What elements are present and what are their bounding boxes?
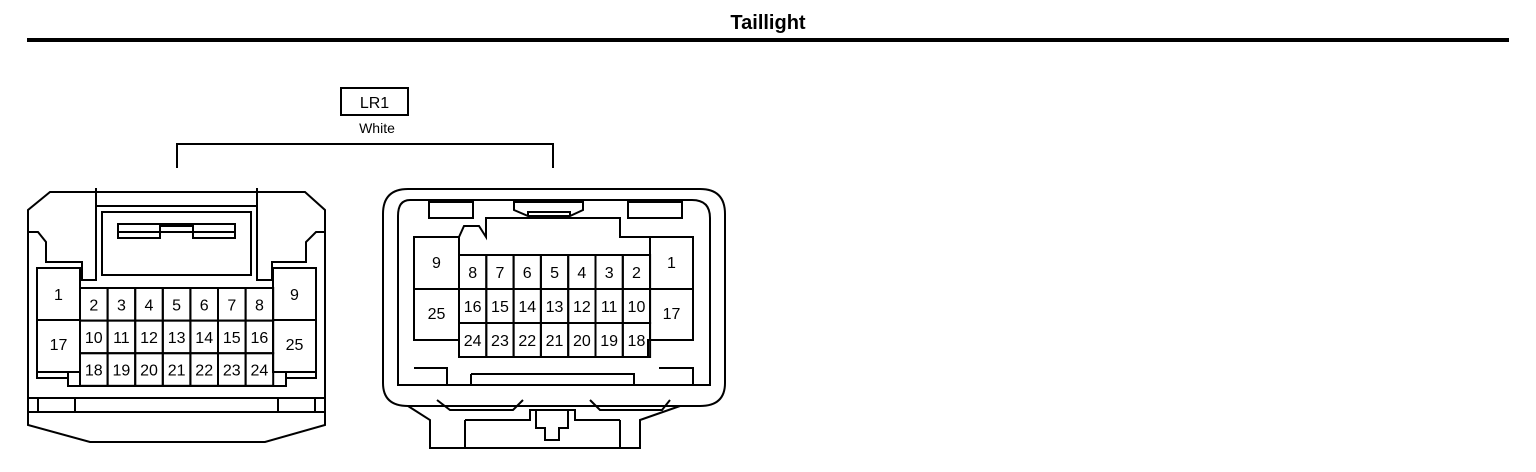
left-pin-13: 13 [168, 330, 186, 347]
right-pin-13: 13 [546, 299, 564, 316]
right-pin-7: 7 [495, 265, 504, 282]
connector-color: White [359, 120, 395, 136]
left-pin-7: 7 [227, 297, 236, 314]
right-cavity [621, 322, 652, 358]
left-pin-3: 3 [117, 297, 126, 314]
left-housing [27, 191, 326, 443]
left-pin-12: 12 [140, 330, 158, 347]
left-housing-inner [28, 188, 325, 281]
left-pin-24: 24 [251, 363, 269, 380]
right-outer-labels: 9 25 1 17 [428, 255, 681, 323]
left-cavity [244, 352, 275, 387]
left-pin-9: 9 [290, 287, 299, 304]
right-pin-8: 8 [468, 265, 477, 282]
right-pin-14: 14 [518, 299, 536, 316]
right-pin-17: 17 [663, 306, 681, 323]
right-housing-inner [397, 199, 711, 386]
right-pin-10: 10 [628, 299, 646, 316]
right-terminal-grid: 8 7 6 5 4 3 2 16 15 14 13 12 11 10 24 23 22 21 20 19 18 [458, 254, 652, 358]
left-pin-23: 23 [223, 363, 241, 380]
right-bottom-slots [414, 367, 694, 385]
right-pin-1: 1 [667, 255, 676, 272]
left-base-rails [28, 397, 325, 413]
left-pin-11: 11 [113, 330, 130, 347]
left-pin-4: 4 [145, 297, 154, 314]
right-pin-6: 6 [523, 265, 532, 282]
right-pin-25: 25 [428, 306, 446, 323]
left-pin-20: 20 [140, 363, 158, 380]
connector-code: LR1 [360, 95, 389, 112]
right-pin-19: 19 [600, 333, 618, 350]
right-pin-12: 12 [573, 299, 591, 316]
left-lock-tab [117, 223, 236, 239]
right-skirt [407, 405, 681, 449]
right-pin-4: 4 [577, 265, 586, 282]
left-bottom-step [36, 372, 317, 386]
left-pin-5: 5 [172, 297, 181, 314]
right-pin-11: 11 [601, 299, 618, 316]
right-pin-18: 18 [628, 333, 646, 350]
right-pin-16: 16 [464, 299, 482, 316]
left-pin-17: 17 [50, 337, 68, 354]
left-pin-14: 14 [195, 330, 213, 347]
left-pin-21: 21 [168, 363, 186, 380]
right-pin-24: 24 [464, 333, 482, 350]
right-latch-key [535, 409, 569, 441]
right-pin-15: 15 [491, 299, 509, 316]
right-top-slots [428, 201, 683, 219]
left-pin-1: 1 [54, 287, 63, 304]
right-housing [382, 188, 726, 407]
left-pin-8: 8 [255, 297, 264, 314]
right-pin-2: 2 [632, 265, 641, 282]
left-pin-19: 19 [113, 363, 131, 380]
page-title: Taillight [730, 12, 806, 34]
left-pin-25: 25 [286, 337, 304, 354]
right-pin-5: 5 [550, 265, 559, 282]
left-connector [27, 188, 326, 443]
right-pin-3: 3 [605, 265, 614, 282]
left-pin-10: 10 [85, 330, 103, 347]
connector-bracket [176, 143, 554, 168]
left-pin-6: 6 [200, 297, 209, 314]
right-pin-23: 23 [491, 333, 509, 350]
right-pin-21: 21 [546, 333, 564, 350]
connector-code-box [340, 87, 409, 116]
right-skirt-inner [436, 399, 671, 411]
right-pin-22: 22 [518, 333, 536, 350]
right-top-notches [527, 211, 571, 216]
left-pin-2: 2 [89, 297, 98, 314]
right-pin-20: 20 [573, 333, 591, 350]
right-pin-9: 9 [432, 255, 441, 272]
left-pin-22: 22 [195, 363, 213, 380]
left-pin-18: 18 [85, 363, 103, 380]
left-pin-15: 15 [223, 330, 241, 347]
left-pin-16: 16 [251, 330, 269, 347]
left-lock-inner [101, 211, 252, 276]
left-outer-labels: 1 17 9 25 [50, 287, 304, 354]
